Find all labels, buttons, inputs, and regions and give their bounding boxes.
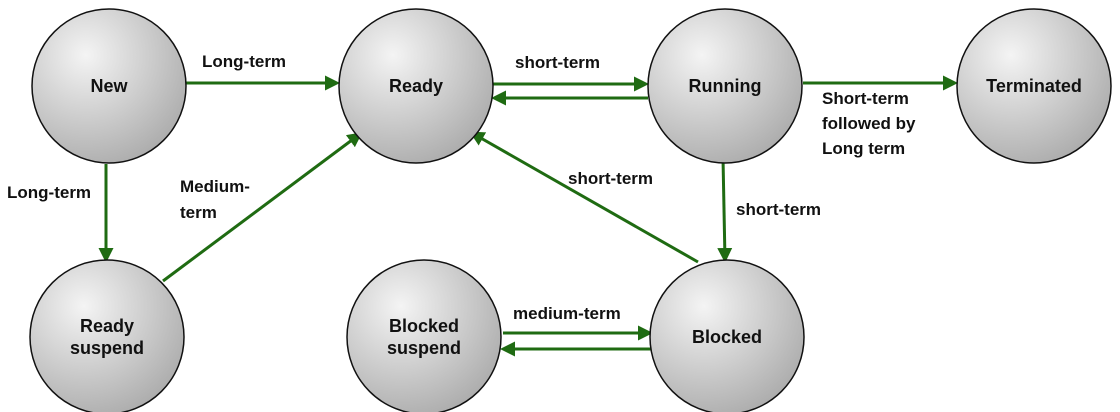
edge-label-blocked-to-ready: short-term [568, 169, 653, 188]
edge-label-running-to-terminated: Short-term [822, 89, 909, 108]
edge-label-new-to-ready: Long-term [202, 52, 286, 71]
state-circle [647, 8, 803, 164]
edge-label-running-to-blocked: short-term [736, 200, 821, 219]
edge-label-running-to-terminated: Long term [822, 139, 905, 158]
arrow-running-to-blocked [717, 157, 733, 263]
state-circle [346, 259, 502, 412]
state-label: Blocked [389, 316, 459, 336]
state-circle [956, 8, 1112, 164]
state-label: Terminated [986, 76, 1082, 96]
edge-label-ready-suspend-to-ready: term [180, 203, 217, 222]
arrow-blocked-to-ready [469, 131, 699, 264]
state-circle [31, 8, 187, 164]
edge-label-blocked-suspend-to-blocked: medium-term [513, 304, 621, 323]
state-circle [649, 259, 805, 412]
state-label: suspend [387, 338, 461, 358]
state-label: Blocked [692, 327, 762, 347]
state-label: Running [689, 76, 762, 96]
state-label: Ready [389, 76, 443, 96]
state-label: Ready [80, 316, 134, 336]
state-node-ready: Ready [338, 8, 494, 164]
state-node-terminated: Terminated [956, 8, 1112, 164]
state-label: New [90, 76, 128, 96]
state-label: suspend [70, 338, 144, 358]
edge-label-ready-suspend-to-ready: Medium- [180, 177, 250, 196]
edge-label-running-to-terminated: followed by [822, 114, 916, 133]
state-circle [29, 259, 185, 412]
state-node-blocked: Blocked [649, 259, 805, 412]
state-node-running: Running [647, 8, 803, 164]
edge-label-new-to-ready-suspend: Long-term [7, 183, 91, 202]
state-circle [338, 8, 494, 164]
state-node-new: New [31, 8, 187, 164]
arrow-ready-suspend-to-ready [162, 132, 363, 283]
edge-label-ready-to-running: short-term [515, 53, 600, 72]
